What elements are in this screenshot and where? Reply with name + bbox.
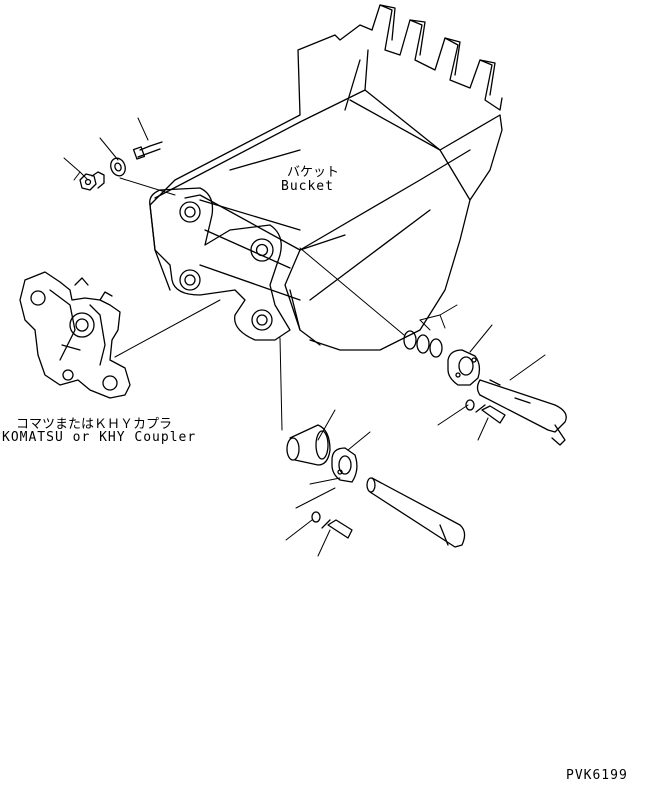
lower-bolt-set [311,511,353,539]
bushing [286,424,331,466]
lower-boss [331,447,358,483]
lower-pin [366,477,466,548]
right-bolt-set [465,399,506,424]
coupler-label-ja: コマツまたはＫＨＹカプラ [16,417,173,432]
bucket-label-ja: バケット [287,165,340,180]
bucket-label-en: Bucket [281,179,334,194]
bucket-body [149,4,503,351]
right-pin [476,379,567,446]
coupler-label-en: KOMATSU or KHY Coupler [2,430,197,445]
drawing-number: PVK6199 [566,768,628,783]
shim-rings [403,330,443,358]
leader-lines [63,117,546,557]
right-boss [447,349,481,386]
bucket-bracket [149,187,301,341]
upper-bolt-set [79,141,163,191]
coupler [19,271,131,399]
